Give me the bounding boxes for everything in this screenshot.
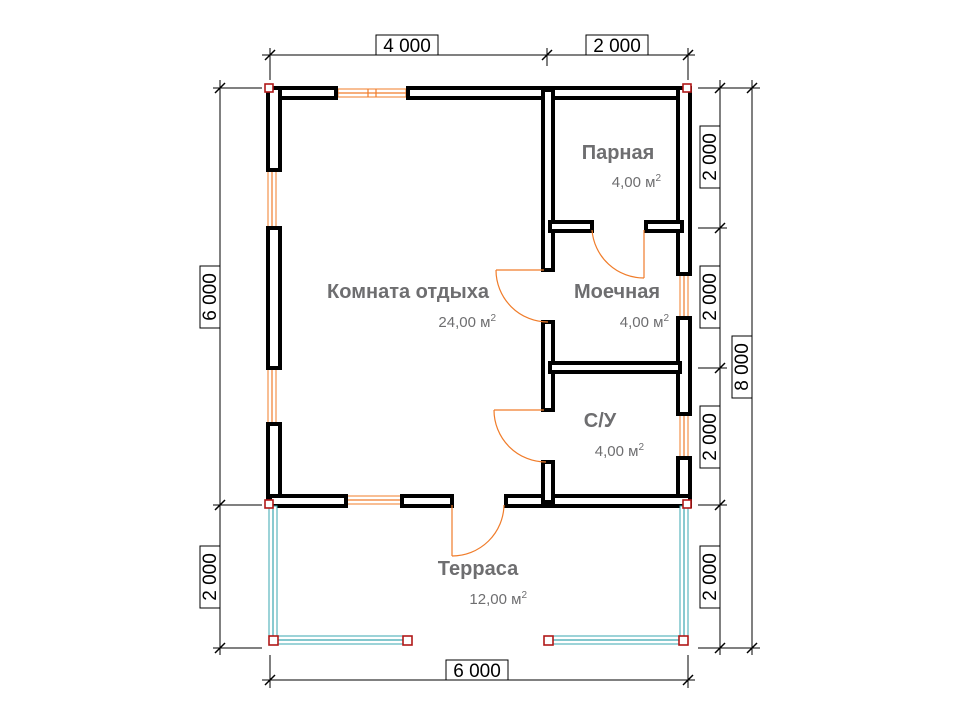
- room-name-wc: С/У: [584, 410, 617, 432]
- dimension-bottom: 6 000: [262, 655, 695, 688]
- room-name-terrace: Терраса: [438, 558, 519, 580]
- room-area-steam: 4,00 м2: [612, 173, 662, 191]
- dimension-top: 4 000 2 000: [262, 34, 695, 80]
- dim-right-terrace: 2 000: [700, 553, 721, 601]
- dim-right-wash: 2 000: [700, 273, 721, 321]
- walls: [266, 86, 692, 508]
- dimension-right: 2 000 2 000 2 000 2 000 8 000: [698, 80, 760, 655]
- dim-left-terrace: 2 000: [200, 553, 221, 601]
- room-area-rest: 24,00 м2: [438, 313, 496, 331]
- room-area-wc: 4,00 м2: [595, 442, 645, 460]
- dim-right-steam: 2 000: [700, 133, 721, 181]
- corner-posts: [264, 83, 692, 646]
- dim-bottom-overall: 6 000: [453, 661, 501, 682]
- dim-top-left: 4 000: [383, 36, 431, 57]
- room-area-wash: 4,00 м2: [620, 313, 670, 331]
- dim-right-wc: 2 000: [700, 413, 721, 461]
- dimension-left: 6 000 2 000: [199, 80, 262, 655]
- room-area-terrace: 12,00 м2: [469, 590, 527, 608]
- room-name-rest: Комната отдыха: [327, 281, 490, 303]
- dim-top-right: 2 000: [593, 36, 641, 57]
- room-name-wash: Моечная: [574, 281, 660, 303]
- room-name-steam: Парная: [582, 142, 655, 164]
- room-labels: Комната отдыха 24,00 м2 Парная 4,00 м2 М…: [327, 142, 669, 608]
- dim-right-overall: 8 000: [732, 343, 753, 391]
- dim-left-house: 6 000: [200, 273, 221, 321]
- doors: [451, 229, 645, 557]
